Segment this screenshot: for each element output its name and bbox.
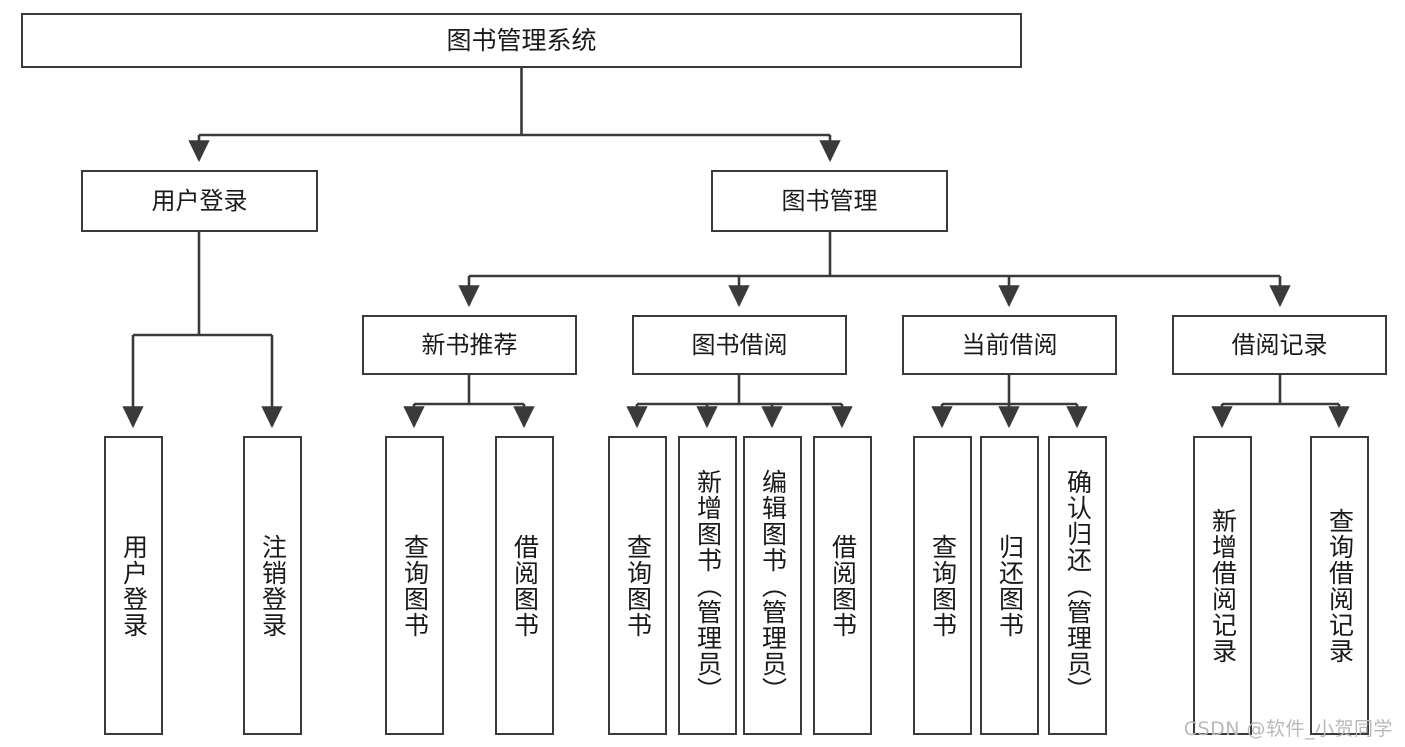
node-label: 查询图书 (400, 533, 430, 638)
node-label: 查询图书 (928, 533, 958, 638)
node-leaf-return-book[interactable]: 归还图书 (980, 436, 1039, 735)
node-leaf-add-record[interactable]: 新增借阅记录 (1193, 436, 1252, 735)
node-leaf-query-record[interactable]: 查询借阅记录 (1310, 436, 1369, 735)
node-label: 查询借阅记录 (1325, 507, 1355, 664)
node-leaf-logout[interactable]: 注销登录 (243, 436, 302, 735)
node-root-system[interactable]: 图书管理系统 (21, 13, 1022, 68)
node-label: 借阅图书 (828, 533, 858, 638)
node-leaf-add-book[interactable]: 新增图书（管理员） (678, 436, 737, 735)
node-label: 查询图书 (623, 533, 653, 638)
node-label: 图书管理系统 (446, 25, 597, 55)
node-label: 新增借阅记录 (1208, 507, 1238, 664)
node-borrow-record[interactable]: 借阅记录 (1172, 315, 1387, 375)
node-label: 归还图书 (995, 533, 1025, 638)
node-label: 借阅记录 (1231, 330, 1328, 359)
node-label: 图书借阅 (691, 330, 788, 359)
node-book-manage[interactable]: 图书管理 (711, 170, 948, 232)
node-label: 借阅图书 (510, 533, 540, 638)
node-label: 用户登录 (151, 186, 248, 215)
node-label: 新书推荐 (421, 330, 518, 359)
node-label: 确认归还（管理员） (1063, 468, 1093, 703)
node-label: 当前借阅 (961, 330, 1058, 359)
node-label: 编辑图书（管理员） (758, 468, 788, 703)
node-new-book-rec[interactable]: 新书推荐 (362, 315, 577, 375)
node-leaf-edit-book[interactable]: 编辑图书（管理员） (743, 436, 802, 735)
node-book-borrow[interactable]: 图书借阅 (632, 315, 847, 375)
node-label: 注销登录 (258, 533, 288, 638)
node-leaf-query-book-2[interactable]: 查询图书 (608, 436, 667, 735)
watermark-text: CSDN @软件_小贺同学 (1183, 718, 1393, 740)
node-leaf-login[interactable]: 用户登录 (104, 436, 163, 735)
node-current-borrow[interactable]: 当前借阅 (902, 315, 1117, 375)
node-label: 图书管理 (781, 186, 878, 215)
node-leaf-query-book-3[interactable]: 查询图书 (913, 436, 972, 735)
node-user-login[interactable]: 用户登录 (81, 170, 318, 232)
node-leaf-borrow-book-1[interactable]: 借阅图书 (495, 436, 554, 735)
node-leaf-confirm-return[interactable]: 确认归还（管理员） (1048, 436, 1107, 735)
node-label: 用户登录 (119, 533, 149, 638)
node-leaf-query-book-1[interactable]: 查询图书 (385, 436, 444, 735)
node-leaf-borrow-book-2[interactable]: 借阅图书 (813, 436, 872, 735)
node-label: 新增图书（管理员） (693, 468, 723, 703)
